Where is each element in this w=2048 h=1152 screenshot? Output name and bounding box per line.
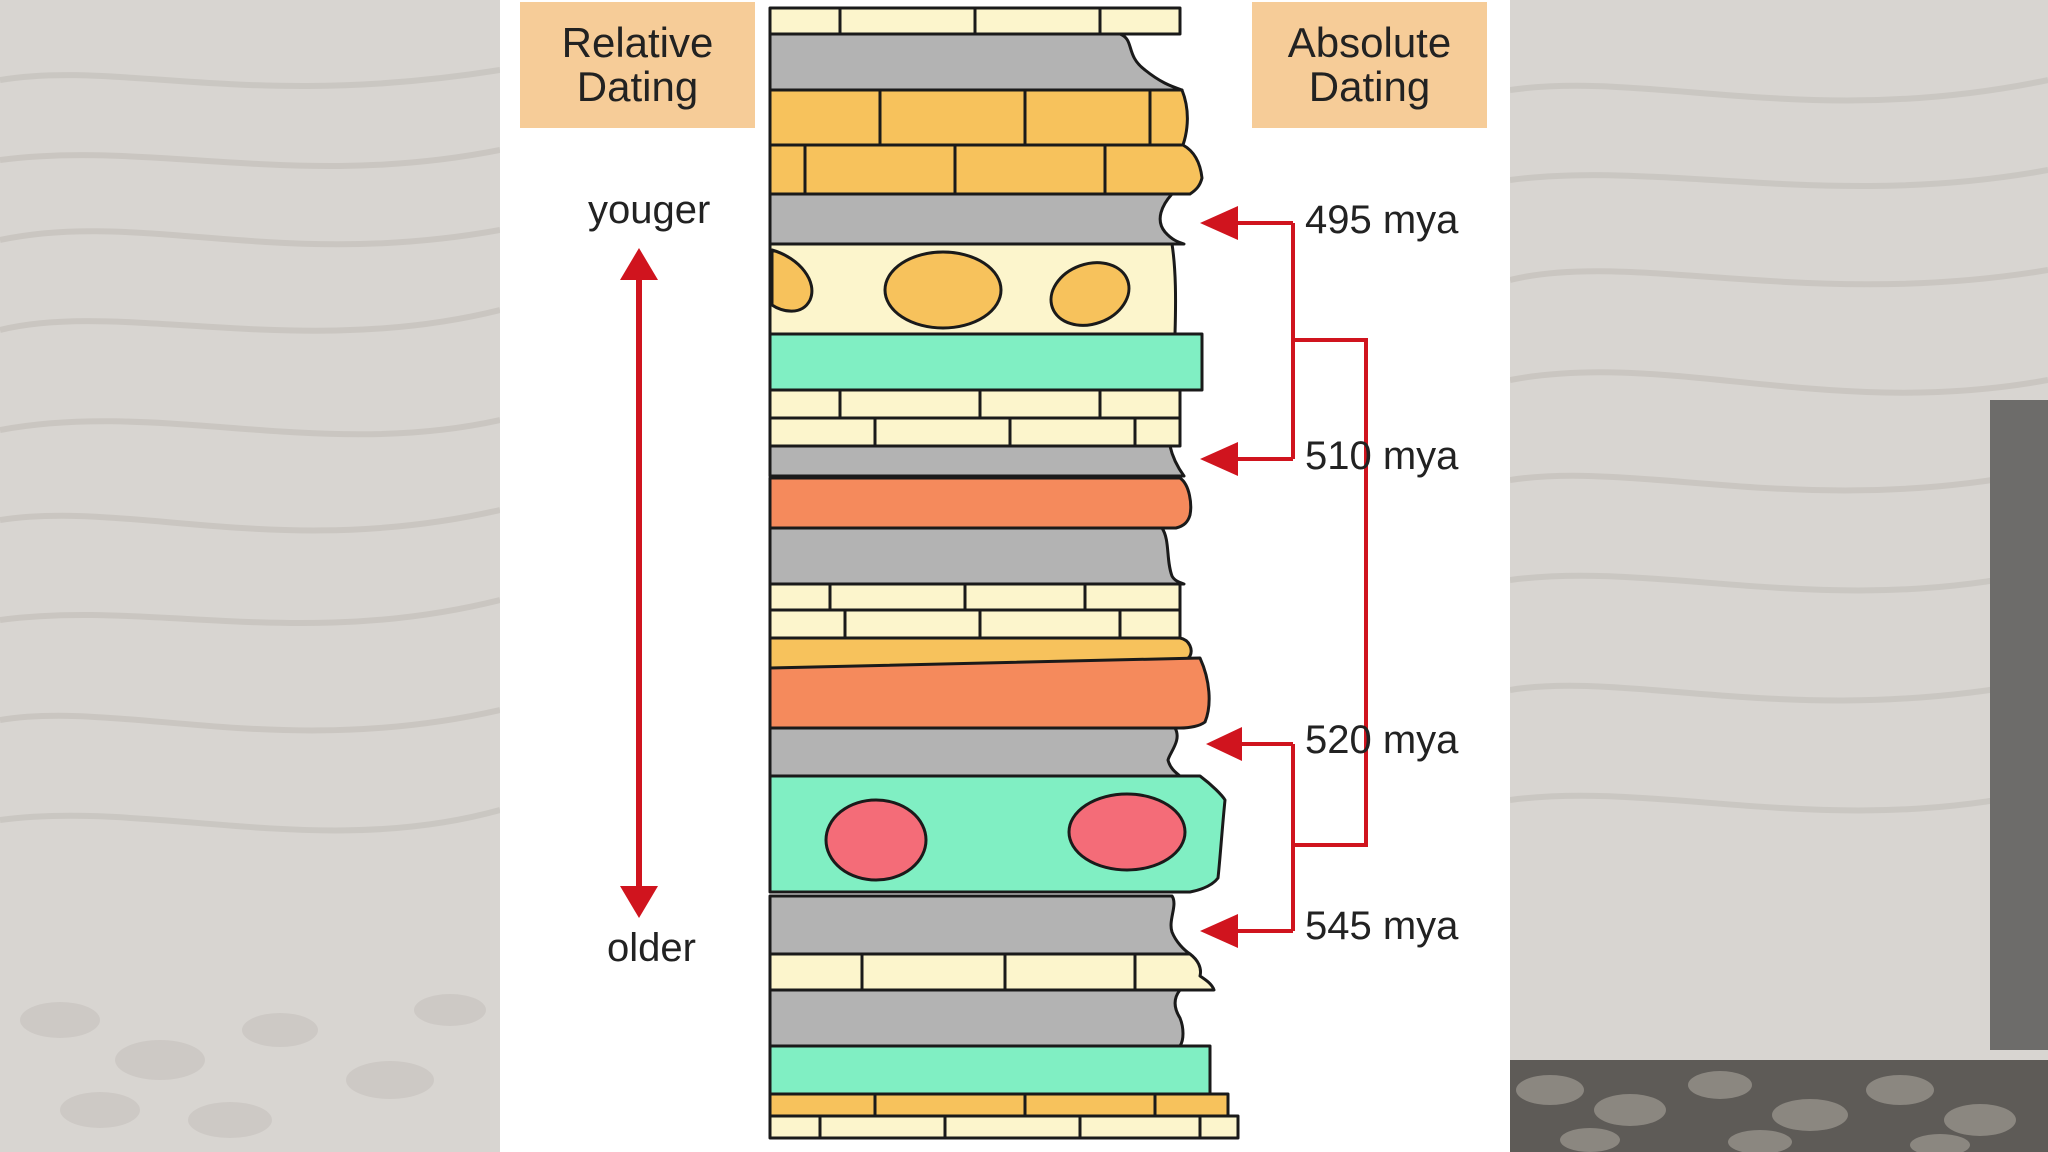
layer-shale-4 (768, 526, 1186, 586)
absolute-dating-header: Absolute Dating (1252, 2, 1487, 128)
arrow-head-545 (1200, 914, 1238, 948)
age-label-510: 510 mya (1305, 434, 1459, 478)
absolute-dating-header-line2: Dating (1308, 63, 1431, 110)
absolute-age-arrows (1225, 221, 1368, 933)
layer-shale-2 (768, 192, 1186, 246)
layer-shale-5 (768, 726, 1182, 778)
layer-shale-6 (768, 894, 1192, 956)
relative-dating-header: Relative Dating (520, 2, 755, 128)
arrow-head-520 (1206, 727, 1242, 761)
layer-sandstone-5 (768, 1114, 1240, 1140)
relative-younger-label: youger (588, 188, 711, 232)
layer-shale-1 (768, 32, 1184, 92)
background-rock-left (0, 0, 500, 1152)
clast-pink-1 (824, 798, 928, 882)
relative-age-double-arrow (620, 248, 658, 918)
diagram-panel: Relative Dating Absolute Dating (500, 0, 1510, 1152)
stratigraphic-column-diagram (620, 6, 1368, 1140)
age-label-495: 495 mya (1305, 198, 1459, 242)
layer-redorange-2 (768, 656, 1211, 730)
absolute-dating-header-line1: Absolute (1287, 19, 1452, 66)
layer-green-3 (768, 1044, 1212, 1096)
relative-dating-header-line1: Relative (561, 19, 714, 66)
layer-limestone-1 (768, 88, 1204, 196)
layer-green-1 (768, 332, 1204, 392)
layer-shale-7 (768, 988, 1185, 1048)
layer-redorange-1 (768, 476, 1193, 530)
clast-pink-2 (1067, 792, 1187, 872)
clast-orange-2 (883, 250, 1003, 330)
layer-sandstone-4 (768, 952, 1216, 992)
clast-orange-3 (1049, 261, 1131, 327)
layer-shale-3 (768, 444, 1186, 478)
age-label-545: 545 mya (1305, 904, 1459, 948)
relative-dating-header-line2: Dating (576, 63, 699, 110)
age-label-520: 520 mya (1305, 718, 1459, 762)
background-rock-right (1510, 0, 2048, 1152)
arrow-head-495 (1200, 206, 1238, 240)
clast-orange-1 (770, 248, 814, 313)
layer-limestone-3 (768, 1092, 1230, 1118)
arrow-head-510 (1200, 442, 1238, 476)
relative-older-label: older (607, 926, 696, 970)
